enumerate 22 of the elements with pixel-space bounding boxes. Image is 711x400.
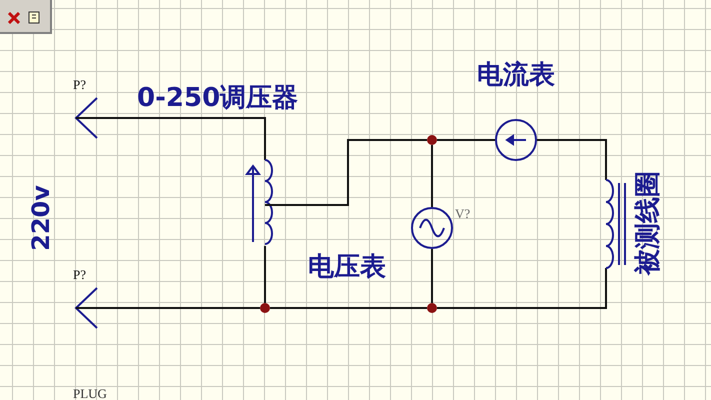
wire [431,249,433,303]
wire [431,145,433,207]
junction-dot [260,303,270,313]
wire [100,117,266,160]
junction-dot [427,135,437,145]
plug-label: P? [73,78,86,91]
plug-label: PLUG [73,387,107,400]
component-label: 0-250调压器 [137,85,298,111]
voltage-label: 220v [28,185,53,251]
wire [270,307,427,309]
component-label: 被测线圈 [635,171,661,275]
component-designator: V? [455,207,470,220]
wire [437,268,607,309]
wire [264,246,266,303]
component-label: 电流表 [477,62,555,88]
wire [537,139,607,180]
plug-label: P? [73,268,86,281]
junction-dot [427,303,437,313]
component-label: 电压表 [308,254,386,280]
wire [100,307,260,309]
wire [437,139,495,141]
wire [281,139,427,206]
